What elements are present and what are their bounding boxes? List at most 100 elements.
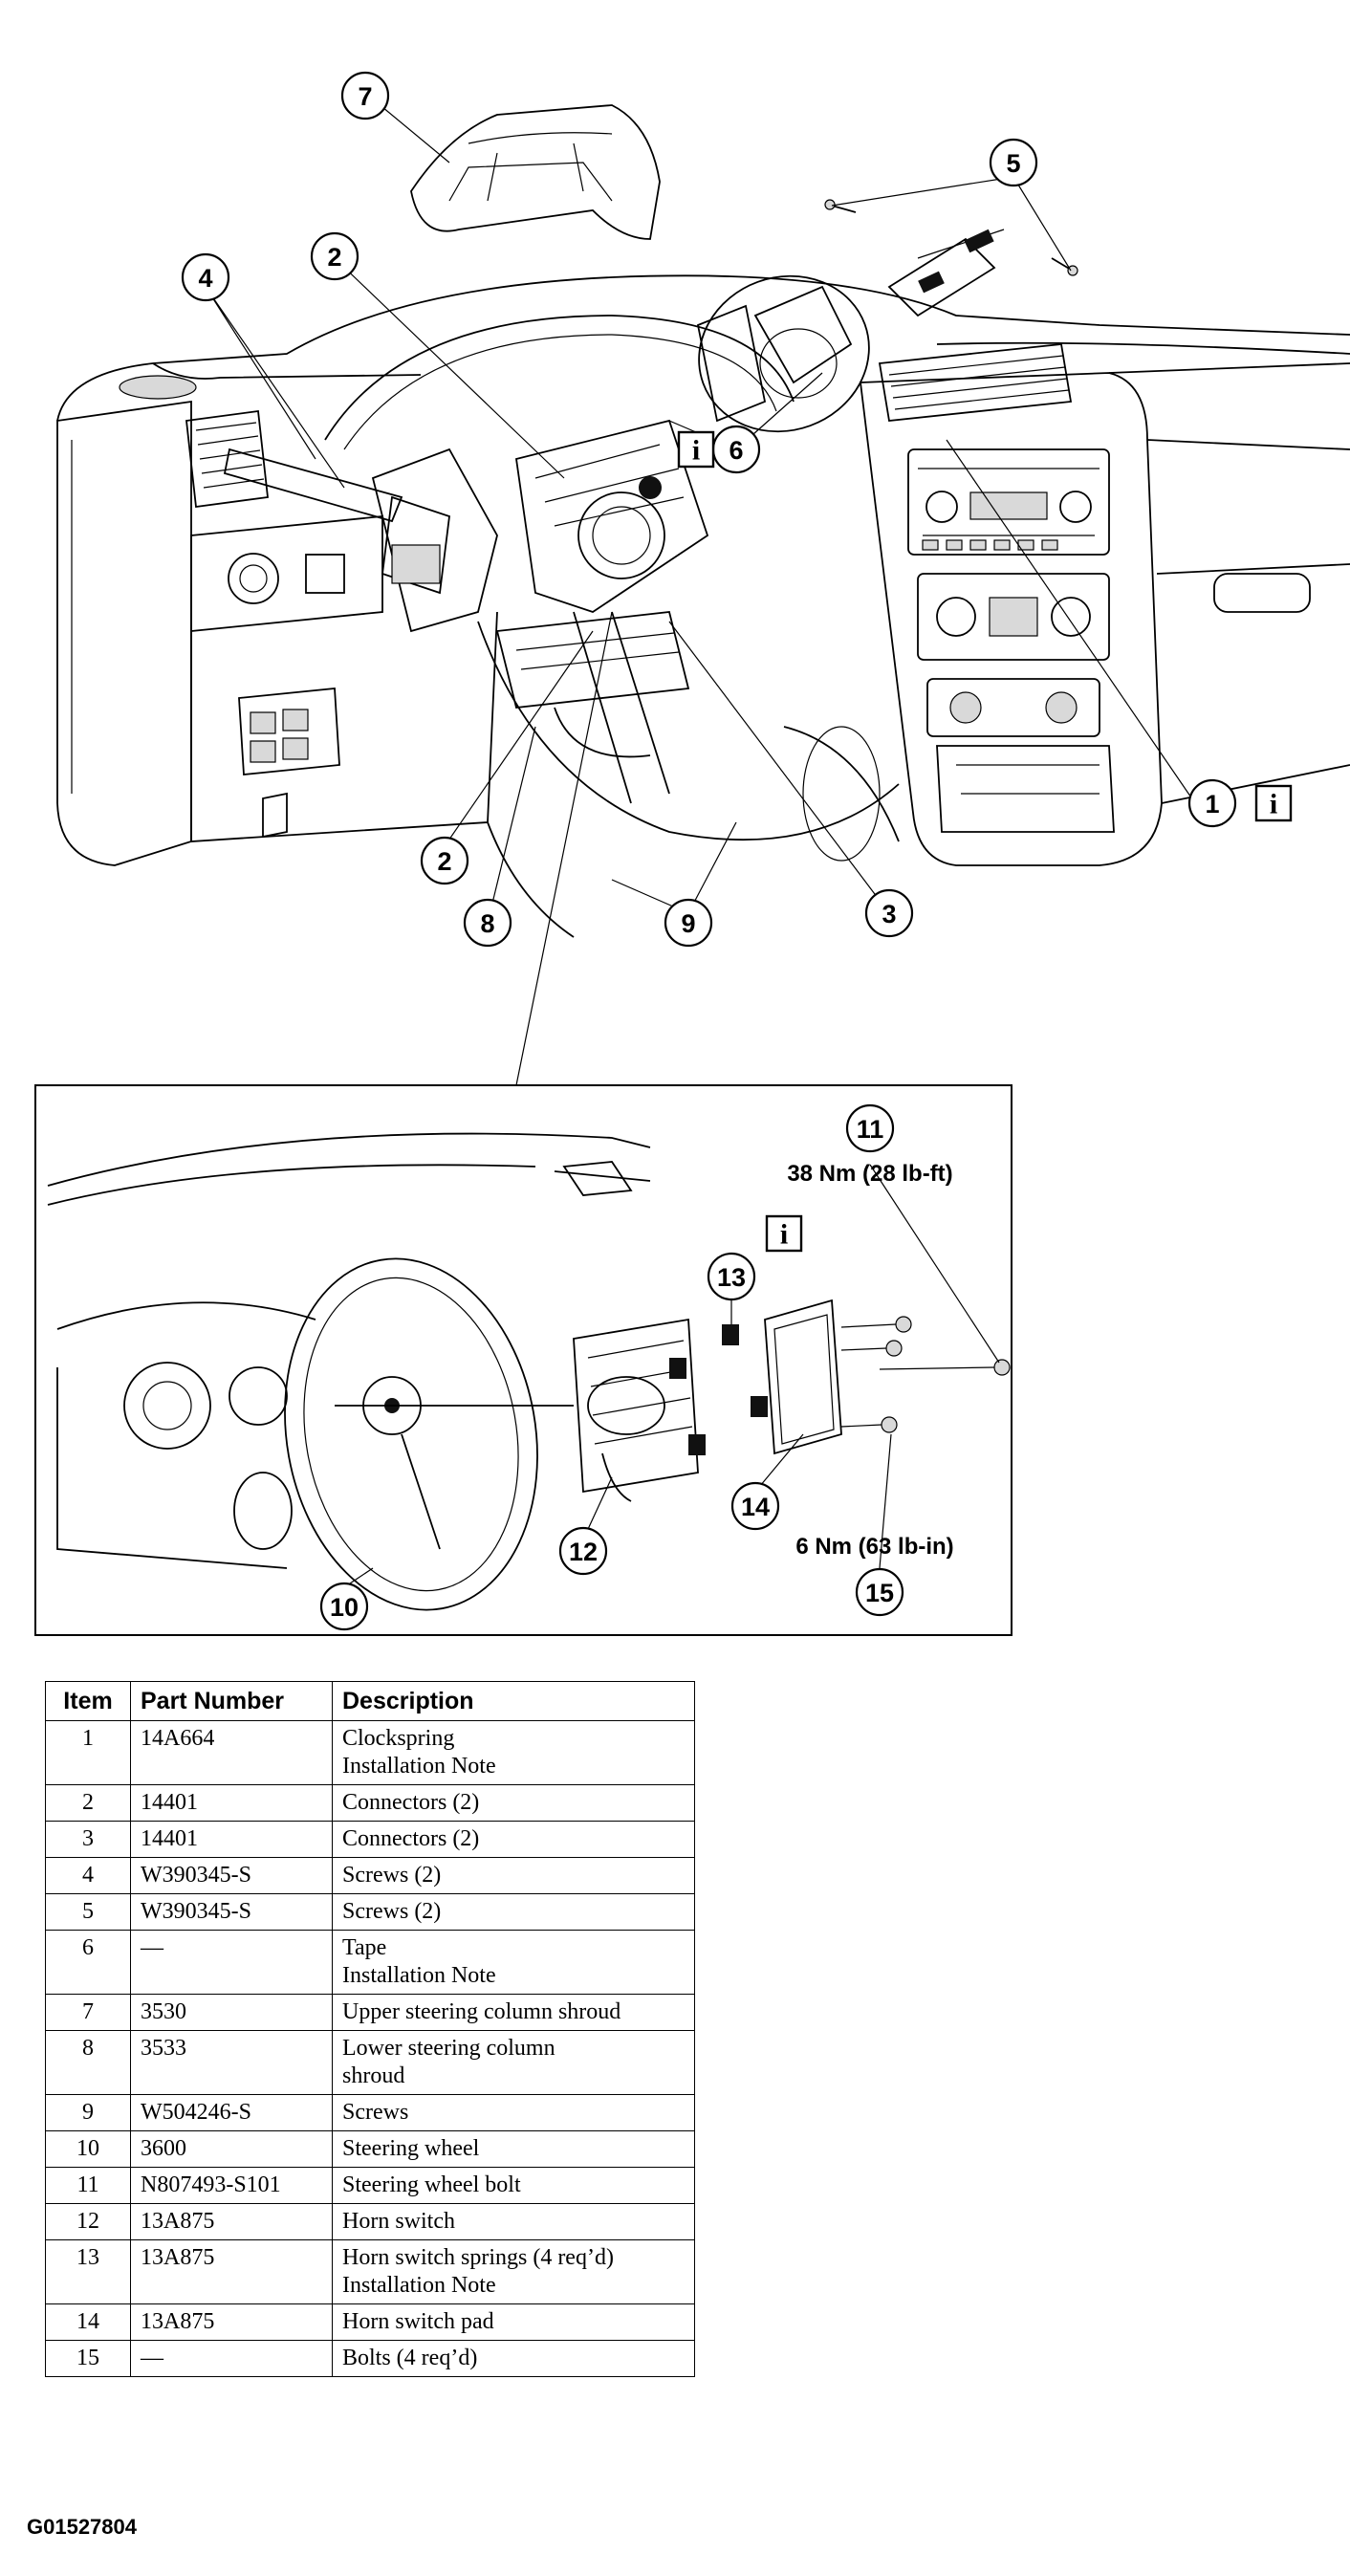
callout-circle <box>310 231 359 281</box>
description-line: Lower steering column <box>342 2036 555 2061</box>
torque-label-item-11: 38 Nm (28 lb-ft) <box>787 1161 952 1187</box>
description-line: Clockspring <box>342 1726 455 1751</box>
item-cell: 5 <box>45 1893 131 1931</box>
part-number-cell: — <box>130 2340 333 2377</box>
table-row: 15—Bolts (4 req’d) <box>45 2340 695 2377</box>
description-line: Installation Note <box>342 1754 496 1779</box>
callout-number: 9 <box>681 909 695 938</box>
part-number-cell: W390345-S <box>130 1857 333 1894</box>
callout-number: 5 <box>1006 149 1020 178</box>
callout-circle <box>463 898 512 948</box>
torque-label-item-15: 6 Nm (63 lb-in) <box>795 1534 953 1560</box>
item-cell: 12 <box>45 2203 131 2240</box>
callout-circle <box>319 1582 369 1631</box>
callout-3: 3 <box>864 888 914 938</box>
callout-circle <box>1187 778 1237 828</box>
part-number-cell: 14A664 <box>130 1720 333 1785</box>
description-line: Screws (2) <box>342 1863 442 1888</box>
description-line: Connectors (2) <box>342 1826 480 1851</box>
description-line: Installation Note <box>342 1963 496 1988</box>
callout-number: 11 <box>857 1115 884 1144</box>
callout-number: 4 <box>198 264 212 293</box>
item-cell: 1 <box>45 1720 131 1785</box>
callout-number: 1 <box>1205 790 1219 819</box>
item-cell: 3 <box>45 1821 131 1858</box>
info-icon: i <box>765 1214 803 1253</box>
item-cell: 15 <box>45 2340 131 2377</box>
figure-id: G01527804 <box>27 2515 137 2539</box>
callout-15: 15 <box>855 1567 904 1617</box>
callout-circle <box>864 888 914 938</box>
item-cell: 14 <box>45 2303 131 2341</box>
callout-number: 6 <box>729 436 743 465</box>
parts-table-header: Item Part Number Description <box>45 1681 695 1721</box>
part-number-cell: 14401 <box>130 1821 333 1858</box>
item-cell: 2 <box>45 1784 131 1822</box>
description-cell: Screws (2) <box>332 1893 695 1931</box>
description-cell: Connectors (2) <box>332 1821 695 1858</box>
description-cell: Upper steering column shroud <box>332 1994 695 2031</box>
description-line: Horn switch pad <box>342 2309 494 2334</box>
info-icon: i <box>677 430 715 469</box>
callout-number: 3 <box>882 900 896 928</box>
item-cell: 6 <box>45 1930 131 1995</box>
part-number-cell: 3600 <box>130 2130 333 2168</box>
callout-number: 7 <box>358 82 372 111</box>
item-cell: 9 <box>45 2094 131 2131</box>
callout-number: 14 <box>741 1493 770 1521</box>
info-icon-glyph: i <box>692 435 700 467</box>
part-number-cell: 13A875 <box>130 2203 333 2240</box>
part-number-cell: W504246-S <box>130 2094 333 2131</box>
part-number-cell: W390345-S <box>130 1893 333 1931</box>
description-line: Steering wheel <box>342 2136 480 2161</box>
callout-circle <box>845 1103 895 1153</box>
description-cell: Connectors (2) <box>332 1784 695 1822</box>
callout-circle <box>558 1526 608 1576</box>
info-icon-glyph: i <box>780 1219 788 1251</box>
part-number-cell: 3530 <box>130 1994 333 2031</box>
part-number-cell: 13A875 <box>130 2239 333 2304</box>
description-cell: Steering wheel bolt <box>332 2167 695 2204</box>
description-cell: Steering wheel <box>332 2130 695 2168</box>
item-cell: 7 <box>45 1994 131 2031</box>
callout-11: 11 <box>845 1103 895 1153</box>
description-cell: Screws <box>332 2094 695 2131</box>
callout-8: 8 <box>463 898 512 948</box>
description-line: Screws <box>342 2100 409 2125</box>
callout-13: 13 <box>707 1252 756 1301</box>
description-line: shroud <box>342 2063 405 2088</box>
description-line: Upper steering column shroud <box>342 1999 621 2024</box>
callout-circle <box>340 71 390 120</box>
item-cell: 13 <box>45 2239 131 2304</box>
part-number-cell: 13A875 <box>130 2303 333 2341</box>
description-cell: Horn switch <box>332 2203 695 2240</box>
callout-number: 8 <box>480 909 494 938</box>
part-number-cell: 3533 <box>130 2030 333 2095</box>
callout-number: 12 <box>569 1538 598 1566</box>
callout-10: 10 <box>319 1582 369 1631</box>
callout-2: 2 <box>310 231 359 281</box>
description-line: Steering wheel bolt <box>342 2172 521 2197</box>
instrument-panel-illustration <box>56 104 1350 1086</box>
description-line: Installation Note <box>342 2273 496 2298</box>
item-cell: 10 <box>45 2130 131 2168</box>
callout-6: 6 <box>711 425 761 474</box>
callout-circle <box>664 898 713 948</box>
item-cell: 8 <box>45 2030 131 2095</box>
header-description: Description <box>332 1681 695 1721</box>
callout-circle <box>420 836 469 885</box>
callout-number: 10 <box>330 1593 359 1622</box>
callout-number: 13 <box>717 1263 746 1292</box>
